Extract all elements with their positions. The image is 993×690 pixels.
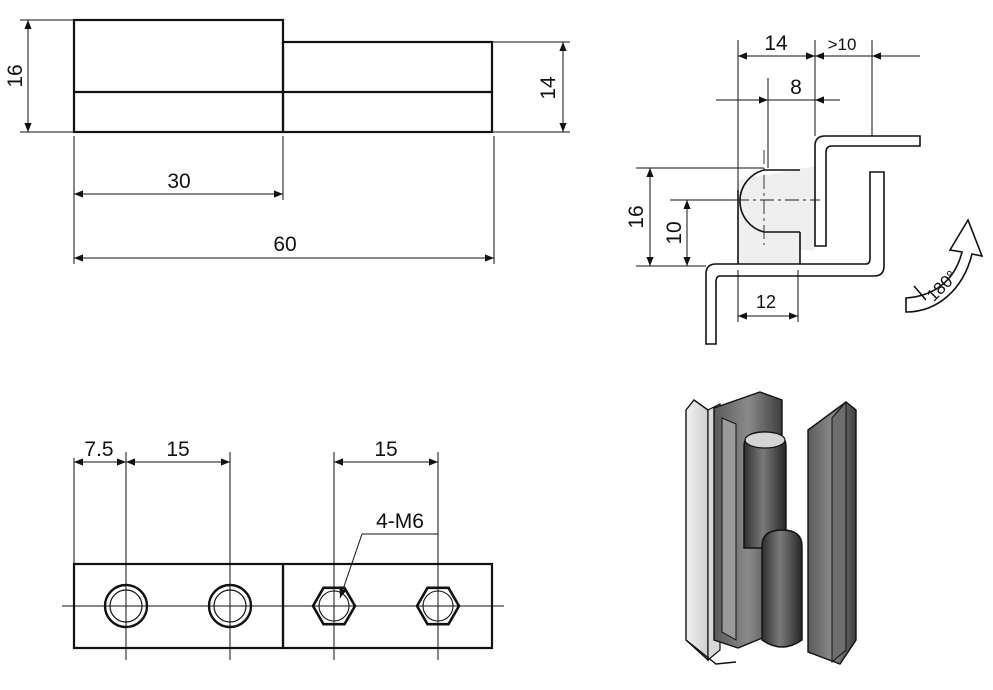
front-view: 16 14 30 60 [4,18,570,264]
hinge-knuckle [739,169,800,233]
dim-clearance: >10 [828,35,857,54]
back-leaf [685,399,709,662]
rotation-arrow-icon [905,218,984,313]
dim-pin-offset: 8 [790,76,802,99]
dim-hole-spacing-right: 15 [374,438,397,461]
dim-pin-diameter: 10 [663,221,686,244]
dim-height-left: 16 [4,64,27,87]
dim-width: 14 [764,32,788,55]
side-view-dimension-lines [636,40,920,322]
side-view: 14 >10 8 16 10 12 180° [625,32,984,345]
top-view-dimension-lines [74,458,438,599]
dim-height: 16 [625,205,648,228]
countersunk-hole [103,583,149,629]
hex-nut-hole [415,586,461,626]
upper-leaf [814,135,921,247]
thread-callout: 4-M6 [376,510,424,533]
top-view: 7.5 15 15 4-M6 [62,438,504,660]
dim-edge-spacing: 7.5 [84,438,113,461]
front-view-dimension-lines [20,19,570,264]
dim-step-length: 30 [167,170,190,193]
isometric-view [685,391,857,665]
front-view-body [72,18,494,134]
dim-height-right: 14 [537,76,560,100]
dim-total-length: 60 [273,233,296,256]
dim-hole-spacing-left: 15 [166,438,189,461]
dim-base: 12 [756,292,776,312]
hinge-pin-lower [761,529,803,648]
rotation-label: 180° [923,267,961,305]
countersunk-hole [207,583,253,629]
hex-nut-hole [311,586,357,626]
lower-leaf [705,171,885,345]
